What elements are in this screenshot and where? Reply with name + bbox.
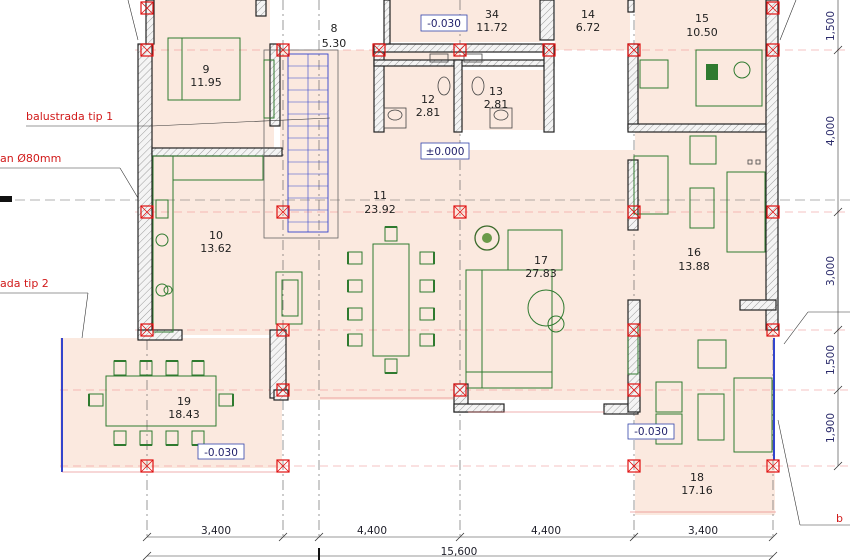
staircase — [263, 49, 339, 239]
room-34-number: 34 — [485, 8, 499, 21]
dim-bottom-3: 4,400 — [531, 525, 561, 537]
column-marker — [542, 43, 556, 57]
room-14-number: 14 — [581, 8, 595, 21]
office-furniture — [639, 49, 763, 107]
terrace-lounge-furniture — [655, 339, 773, 453]
room-13-area: 2.81 — [484, 98, 509, 111]
room-16-area: 13.88 — [678, 260, 710, 273]
room-19-area: 18.43 — [168, 408, 200, 421]
room-19-number: 19 — [177, 395, 191, 408]
level-top: -0.030 — [427, 18, 461, 30]
room-12-number: 12 — [421, 93, 435, 106]
dim-right-2: 4,000 — [825, 116, 837, 146]
room-13-number: 13 — [489, 85, 503, 98]
room-16-number: 16 — [687, 246, 701, 259]
column-marker — [766, 1, 780, 15]
structural-columns — [140, 1, 780, 473]
room-8-area: 5.30 — [322, 37, 347, 50]
level-terrace-left: -0.030 — [204, 447, 238, 459]
room-17-area: 27.83 — [525, 267, 557, 280]
dim-right-4: 1,500 — [825, 345, 837, 375]
column-marker — [453, 43, 467, 57]
dim-right-3: 3,000 — [825, 256, 837, 286]
column-marker — [140, 323, 154, 337]
column-marker — [627, 43, 641, 57]
room-9-area: 11.95 — [190, 76, 222, 89]
column-marker — [140, 459, 154, 473]
room-17-number: 17 — [534, 254, 548, 267]
annotations: balustrada tip 1 an Ø80mm ada tip 2 b — [0, 0, 850, 526]
level-tags: -0.030 ±0.000 -0.030 -0.030 — [197, 14, 675, 460]
room-11-area: 23.92 — [364, 203, 396, 216]
room-8-number: 8 — [331, 22, 338, 35]
room-15-number: 15 — [695, 12, 709, 25]
dim-right-5: 1,900 — [825, 413, 837, 443]
column-marker — [453, 205, 467, 219]
level-terrace-right: -0.030 — [634, 426, 668, 438]
dim-bottom-total: 15,600 — [441, 546, 478, 558]
terrace-dining — [88, 360, 234, 446]
room-18-number: 18 — [690, 471, 704, 484]
walls — [137, 0, 779, 415]
bottom-dimensions: 3,400 4,400 4,400 3,400 15,600 — [142, 525, 778, 560]
right-dimensions: 1,500 4,000 3,000 1,500 1,900 — [825, 0, 843, 471]
dim-bottom-2: 4,400 — [357, 525, 387, 537]
column-marker — [766, 43, 780, 57]
column-marker — [627, 205, 641, 219]
kitchen-counter — [152, 155, 264, 333]
dim-bottom-4: 3,400 — [688, 525, 718, 537]
column-marker — [276, 43, 290, 57]
column-marker — [766, 205, 780, 219]
column-marker — [372, 43, 386, 57]
room-14-area: 6.72 — [576, 21, 601, 34]
column-marker — [453, 383, 467, 397]
note-balustrade-2: ada tip 2 — [0, 277, 49, 290]
room-10-area: 13.62 — [200, 242, 232, 255]
column-marker — [766, 323, 780, 337]
room-34-area: 11.72 — [476, 21, 508, 34]
level-main: ±0.000 — [426, 146, 465, 158]
column-marker — [140, 1, 154, 15]
column-marker — [766, 459, 780, 473]
column-marker — [276, 323, 290, 337]
room-15-area: 10.50 — [686, 26, 718, 39]
room-12-area: 2.81 — [416, 106, 441, 119]
dim-bottom-1: 3,400 — [201, 525, 231, 537]
note-edge-b: b — [836, 512, 843, 525]
dining-table — [347, 226, 435, 374]
note-balustrade-1: balustrada tip 1 — [26, 110, 113, 123]
column-marker — [627, 459, 641, 473]
column-marker — [140, 205, 154, 219]
note-pipe: an Ø80mm — [0, 152, 61, 165]
room-11-number: 11 — [373, 189, 387, 202]
room-10-number: 10 — [209, 229, 223, 242]
column-marker — [276, 459, 290, 473]
column-marker — [276, 205, 290, 219]
column-marker — [627, 323, 641, 337]
bathroom-fixtures — [383, 53, 513, 129]
bedroom-furniture — [167, 37, 275, 119]
column-marker — [627, 383, 641, 397]
room-labels: 8 5.30 9 11.95 10 13.62 11 23.92 12 2.81… — [168, 8, 718, 497]
living-sofa — [465, 225, 565, 389]
room-18-area: 17.16 — [681, 484, 713, 497]
column-marker — [276, 383, 290, 397]
room-9-number: 9 — [203, 63, 210, 76]
column-marker — [140, 43, 154, 57]
dim-right-1: 1,500 — [825, 11, 837, 41]
terrace-edges — [61, 338, 776, 513]
lounge-furniture — [633, 135, 766, 253]
